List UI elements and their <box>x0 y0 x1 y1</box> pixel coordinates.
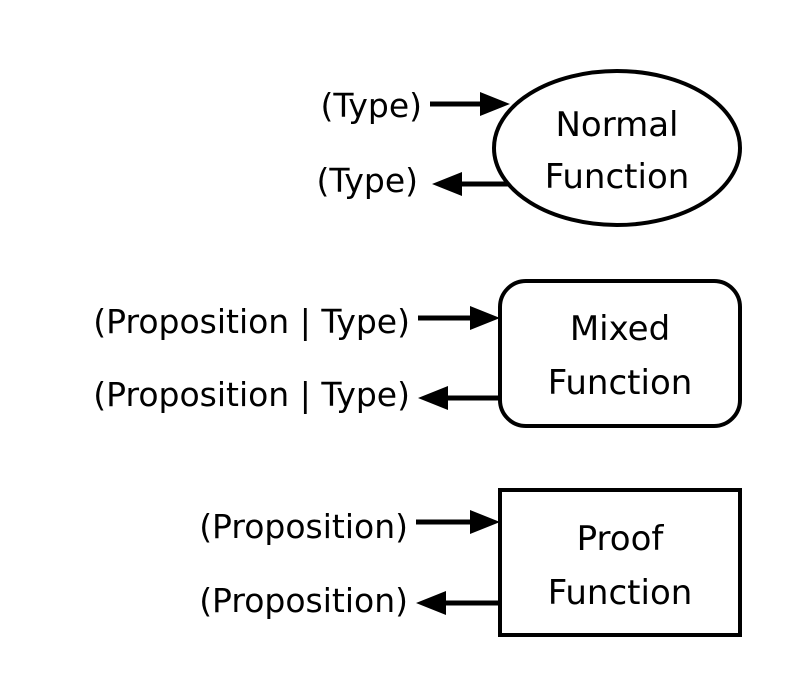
proof-function-group: (Proposition) (Proposition) Proof Functi… <box>199 488 742 637</box>
normal-output-arrowhead <box>432 172 462 196</box>
normal-input-arrowhead <box>480 92 510 116</box>
proof-function-title-line1: Proof <box>577 519 665 559</box>
mixed-function-title-line2: Function <box>548 363 693 403</box>
normal-output-label: (Type) <box>316 161 418 200</box>
mixed-function-box <box>498 279 742 428</box>
proof-input-arrowhead <box>470 510 500 534</box>
mixed-function-title-line1: Mixed <box>570 309 670 349</box>
mixed-input-label: (Proposition | Type) <box>93 302 410 341</box>
proof-output-arrowhead <box>416 591 446 615</box>
normal-function-group: (Type) (Type) Normal Function <box>316 69 742 227</box>
proof-input-label: (Proposition) <box>199 507 408 546</box>
mixed-function-group: (Proposition | Type) (Proposition | Type… <box>93 279 742 428</box>
normal-function-ellipse <box>492 69 742 227</box>
mixed-input-arrowhead <box>470 306 500 330</box>
mixed-output-label: (Proposition | Type) <box>93 375 410 414</box>
proof-function-title-line2: Function <box>548 573 693 613</box>
proof-function-box <box>498 488 742 637</box>
mixed-output-arrowhead <box>418 386 448 410</box>
normal-input-label: (Type) <box>320 86 422 125</box>
normal-function-title-line2: Function <box>545 157 690 197</box>
proof-output-label: (Proposition) <box>199 581 408 620</box>
normal-function-title-line1: Normal <box>555 105 678 145</box>
